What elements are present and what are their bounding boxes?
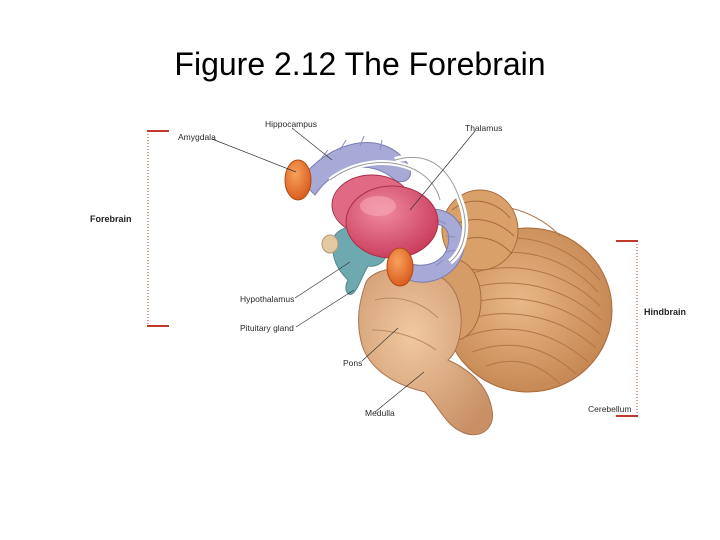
label-forebrain: Forebrain [90, 214, 132, 224]
label-pons: Pons [343, 358, 362, 368]
leader-lines [211, 127, 476, 413]
brainstem-shape [358, 267, 494, 436]
forebrain-bracket [147, 130, 169, 327]
label-amygdala: Amygdala [178, 132, 216, 142]
label-cerebellum: Cerebellum [588, 404, 631, 414]
label-pituitary-gland: Pituitary gland [240, 323, 294, 333]
label-hippocampus: Hippocampus [265, 119, 317, 129]
label-hypothalamus: Hypothalamus [240, 294, 294, 304]
label-medulla: Medulla [365, 408, 395, 418]
label-hindbrain: Hindbrain [644, 307, 686, 317]
fornix-arcs [328, 154, 469, 265]
slide-title: Figure 2.12 The Forebrain [174, 46, 546, 82]
hindbrain-bracket [616, 240, 638, 417]
label-thalamus: Thalamus [465, 123, 502, 133]
